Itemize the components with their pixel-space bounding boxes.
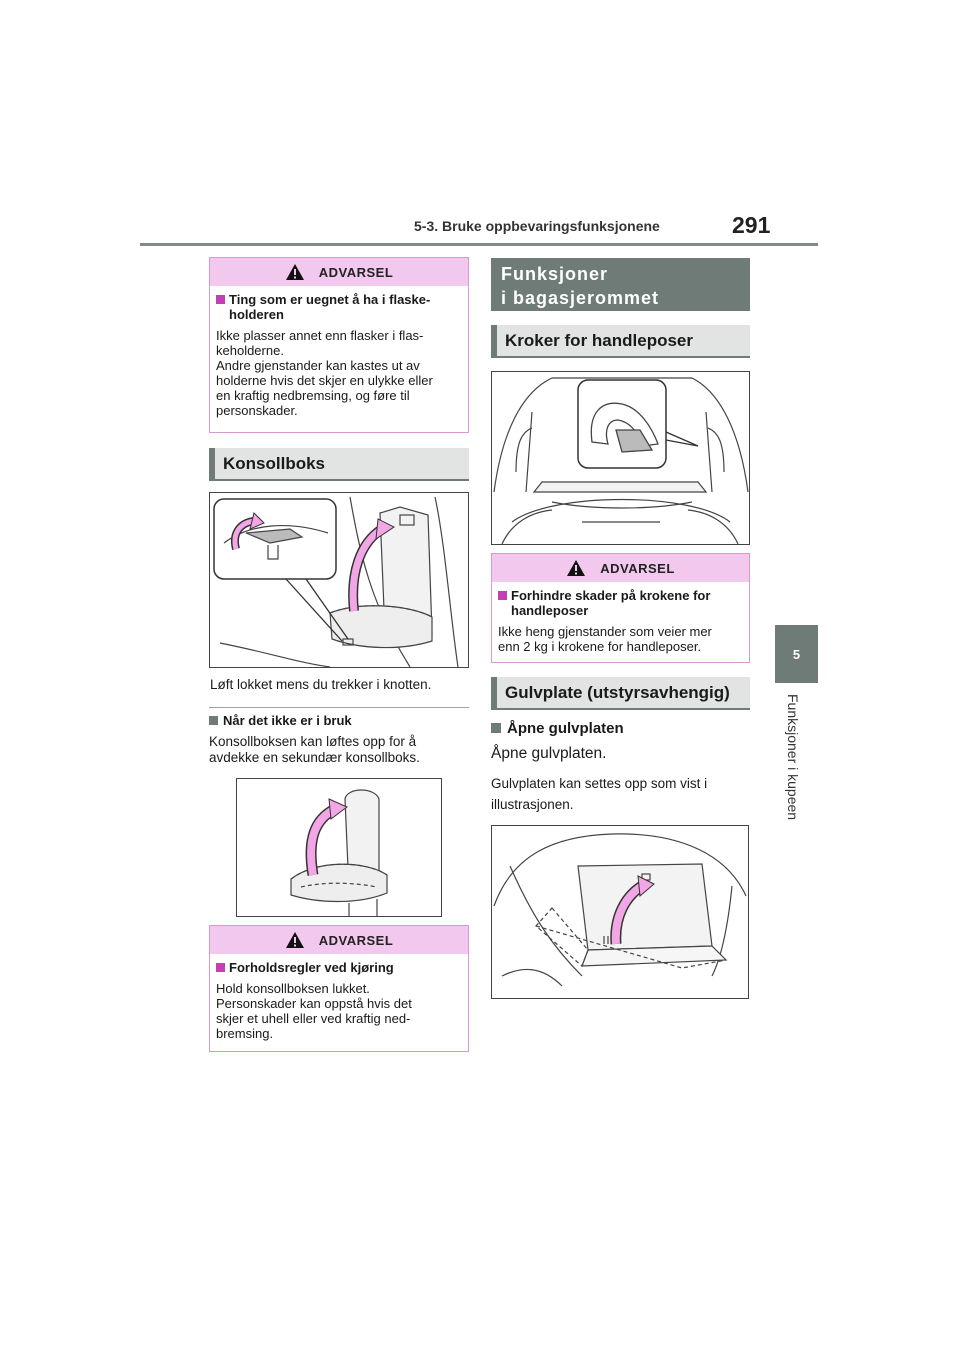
figure-caption: Løft lokket mens du trekker i knotten. (210, 677, 432, 692)
section-title: 5-3. Bruke oppbevaringsfunksjonene (414, 218, 660, 234)
floor-panel-illustration (491, 825, 749, 999)
heading-bag-hooks: Kroker for handleposer (491, 325, 750, 358)
warning-text: Hold konsollboksen lukket. Personskader … (216, 981, 412, 1041)
warning-triangle-icon (567, 560, 586, 576)
page-number: 291 (732, 212, 771, 238)
sub-heading-not-in-use: Når det ikke er i bruk (209, 713, 352, 728)
main-heading-luggage: Funksjoner i bagasjerommet (491, 258, 750, 311)
sub-heading-open-floor: Åpne gulvplaten (491, 720, 624, 737)
paragraph-secondary-box: Konsollboksen kan løftes opp for å avdek… (209, 734, 420, 765)
heading-console-box: Konsollboks (209, 448, 469, 481)
divider (209, 707, 469, 708)
heading-floor-panel: Gulvplate (utstyrsavhengig) (491, 677, 750, 710)
warning-box-driving: ADVARSEL Forholdsregler ved kjøring Hold… (209, 925, 469, 1052)
warning-text: Ikke plasser annet enn flasker i flas- k… (216, 328, 433, 418)
warning-box-bottles: ADVARSEL Ting som er uegnet å ha i flask… (209, 257, 469, 433)
warning-title: Ting som er uegnet å ha i flaske- holder… (229, 292, 431, 322)
warning-triangle-icon (285, 932, 304, 948)
warning-header: ADVARSEL (492, 554, 749, 582)
warning-triangle-icon (285, 264, 304, 280)
bullet-square-icon (498, 591, 507, 600)
header-rule (140, 243, 818, 246)
warning-label: ADVARSEL (600, 560, 675, 576)
warning-header: ADVARSEL (210, 926, 468, 954)
step-text: Åpne gulvplaten. (491, 745, 607, 762)
bullet-square-icon (216, 295, 225, 304)
warning-title: Forholdsregler ved kjøring (229, 960, 394, 975)
warning-title: Forhindre skader på krokene for handlepo… (511, 588, 711, 618)
bullet-square-icon (209, 716, 218, 725)
secondary-console-illustration (236, 778, 442, 917)
chapter-title: Funksjoner i kupeen (785, 694, 801, 821)
warning-text: Ikke heng gjenstander som veier mer enn … (498, 624, 712, 654)
warning-header: ADVARSEL (210, 258, 468, 286)
warning-label: ADVARSEL (318, 932, 394, 948)
bullet-square-icon (216, 963, 225, 972)
chapter-tab: 5 (775, 625, 818, 683)
warning-label: ADVARSEL (318, 264, 394, 280)
paragraph-floor-panel: Gulvplaten kan settes opp som vist i ill… (491, 776, 708, 812)
bag-hooks-illustration (491, 371, 750, 545)
bullet-square-icon (491, 723, 501, 733)
main-heading-line1: Funksjoner (501, 264, 609, 284)
warning-box-hooks: ADVARSEL Forhindre skader på krokene for… (491, 553, 750, 663)
main-heading-line2: i bagasjerommet (501, 288, 660, 308)
console-box-illustration (209, 492, 469, 668)
